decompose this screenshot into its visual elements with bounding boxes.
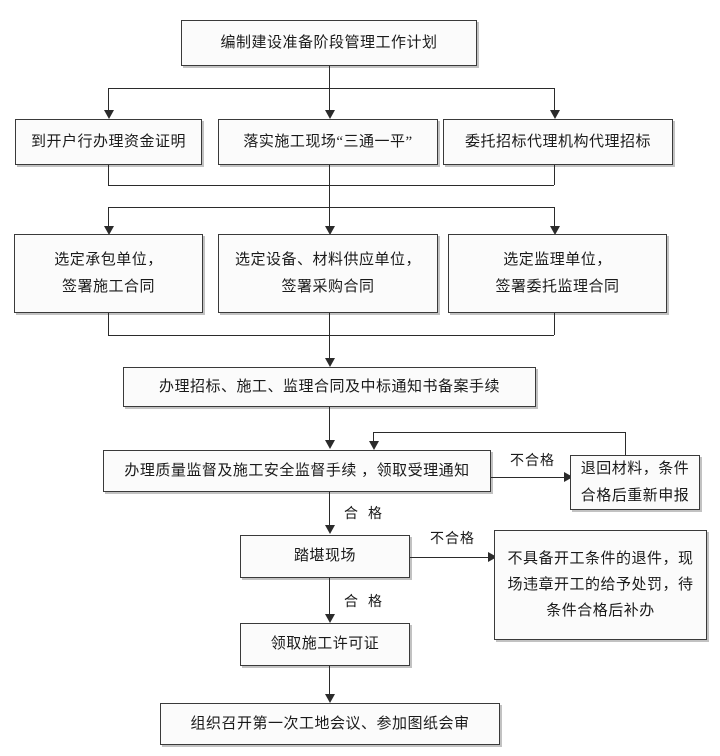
- node-select-supplier-line1: 选定设备、材料供应单位，: [234, 252, 421, 269]
- node-penalty-notice[interactable]: 不具备开工条件的退件，现 场违章开工的给予处罚，待 条件合格后补办: [494, 530, 707, 640]
- edge-row3-b-out: [329, 313, 330, 361]
- edge-row3-a-out: [108, 313, 109, 335]
- node-construction-permit[interactable]: 领取施工许可证: [240, 623, 410, 666]
- edge-drop-row3-a: [108, 207, 109, 229]
- edge-plan-stem: [329, 66, 330, 88]
- node-select-supplier-line2: 签署采购合同: [281, 278, 375, 295]
- arrow-row3-c: [550, 226, 560, 235]
- node-supervision-procedure-label: 办理质量监督及施工安全监督手续 ，领取受理通知: [124, 462, 470, 479]
- node-return-materials[interactable]: 退回材料，条件 合格后重新申报: [570, 455, 700, 510]
- arrow-to-meeting: [325, 694, 335, 703]
- edge-filing-out: [329, 407, 330, 443]
- node-site-preparation-label: 落实施工现场“三通一平”: [243, 133, 413, 150]
- edge-drop-row2-b: [329, 88, 330, 112]
- edge-survey-reject: [410, 557, 490, 558]
- edge-row3-c-out: [554, 313, 555, 335]
- edge-supervision-reject: [491, 477, 566, 478]
- arrow-to-return-materials: [564, 472, 573, 482]
- edge-row2-c-out: [554, 165, 555, 185]
- edge-bus-row2: [108, 88, 554, 89]
- node-select-contractor[interactable]: 选定承包单位， 签署施工合同: [14, 234, 203, 313]
- node-penalty-notice-line1: 不具备开工条件的退件，现: [507, 550, 694, 567]
- edge-bus-merge-row2: [108, 185, 554, 186]
- arrow-row3-b: [325, 226, 335, 235]
- node-return-materials-line2: 合格后重新申报: [580, 487, 690, 504]
- node-site-survey-label: 踏堪现场: [293, 548, 356, 565]
- arrow-row2-c: [550, 110, 560, 119]
- node-select-supervisor-line2: 签署委托监理合同: [495, 278, 620, 295]
- node-contract-filing[interactable]: 办理招标、施工、监理合同及中标通知书备案手续: [123, 367, 536, 407]
- arrow-feedback-to-supervision: [369, 441, 379, 450]
- node-select-supervisor-line1: 选定监理单位，: [503, 252, 612, 269]
- node-penalty-notice-line2: 场违章开工的给予处罚，待: [507, 576, 694, 593]
- edge-row2-a-out: [108, 165, 109, 185]
- arrow-to-supervision: [325, 440, 335, 449]
- edge-permit-out: [329, 666, 330, 697]
- node-plan-label: 编制建设准备阶段管理工作计划: [220, 34, 438, 51]
- edge-label-unqualified-1: 不合格: [508, 450, 557, 470]
- node-bidding-agency-label: 委托招标代理机构代理招标: [464, 133, 651, 150]
- node-first-site-meeting[interactable]: 组织召开第一次工地会议、参加图纸会审: [160, 703, 500, 745]
- edge-label-qualified-1: 合 格: [342, 503, 385, 523]
- node-fund-certificate[interactable]: 到开户行办理资金证明: [15, 119, 202, 165]
- node-site-survey[interactable]: 踏堪现场: [240, 535, 410, 578]
- edge-label-unqualified-2: 不合格: [428, 528, 477, 548]
- node-select-contractor-line2: 签署施工合同: [61, 278, 155, 295]
- edge-drop-row3-c: [554, 207, 555, 229]
- edge-row2-b-out: [329, 165, 330, 207]
- edge-drop-row3-b: [329, 207, 330, 229]
- node-select-supplier[interactable]: 选定设备、材料供应单位， 签署采购合同: [218, 234, 438, 313]
- node-construction-permit-label: 领取施工许可证: [270, 636, 380, 653]
- node-bidding-agency[interactable]: 委托招标代理机构代理招标: [443, 119, 673, 165]
- node-supervision-procedure[interactable]: 办理质量监督及施工安全监督手续 ，领取受理通知: [103, 450, 491, 492]
- arrow-row2-b: [325, 110, 335, 119]
- edge-label-qualified-2: 合 格: [342, 591, 385, 611]
- node-select-supervisor[interactable]: 选定监理单位， 签署委托监理合同: [448, 234, 667, 313]
- node-site-preparation[interactable]: 落实施工现场“三通一平”: [218, 119, 438, 165]
- edge-drop-row2-c: [554, 88, 555, 112]
- node-fund-certificate-label: 到开户行办理资金证明: [30, 133, 186, 150]
- node-return-materials-line1: 退回材料，条件: [580, 461, 690, 478]
- node-contract-filing-label: 办理招标、施工、监理合同及中标通知书备案手续: [158, 378, 500, 395]
- arrow-row2-a: [104, 110, 114, 119]
- edge-feedback-across: [373, 432, 626, 433]
- arrow-to-permit: [325, 614, 335, 623]
- edge-bus-row3: [108, 207, 554, 208]
- node-select-contractor-line1: 选定承包单位，: [54, 252, 163, 269]
- edge-feedback-up: [625, 432, 626, 455]
- node-first-site-meeting-label: 组织召开第一次工地会议、参加图纸会审: [190, 715, 470, 732]
- arrow-to-penalty: [488, 552, 497, 562]
- node-plan[interactable]: 编制建设准备阶段管理工作计划: [181, 20, 477, 66]
- node-penalty-notice-line3: 条件合格后补办: [546, 603, 655, 620]
- arrow-row3-a: [104, 226, 114, 235]
- arrow-to-filing: [325, 358, 335, 367]
- edge-supervision-out: [329, 492, 330, 528]
- edge-drop-row2-a: [108, 88, 109, 112]
- edge-bus-merge-row3: [108, 335, 554, 336]
- edge-feedback-down: [373, 432, 374, 446]
- edge-survey-out: [329, 578, 330, 617]
- arrow-to-site-survey: [325, 525, 335, 534]
